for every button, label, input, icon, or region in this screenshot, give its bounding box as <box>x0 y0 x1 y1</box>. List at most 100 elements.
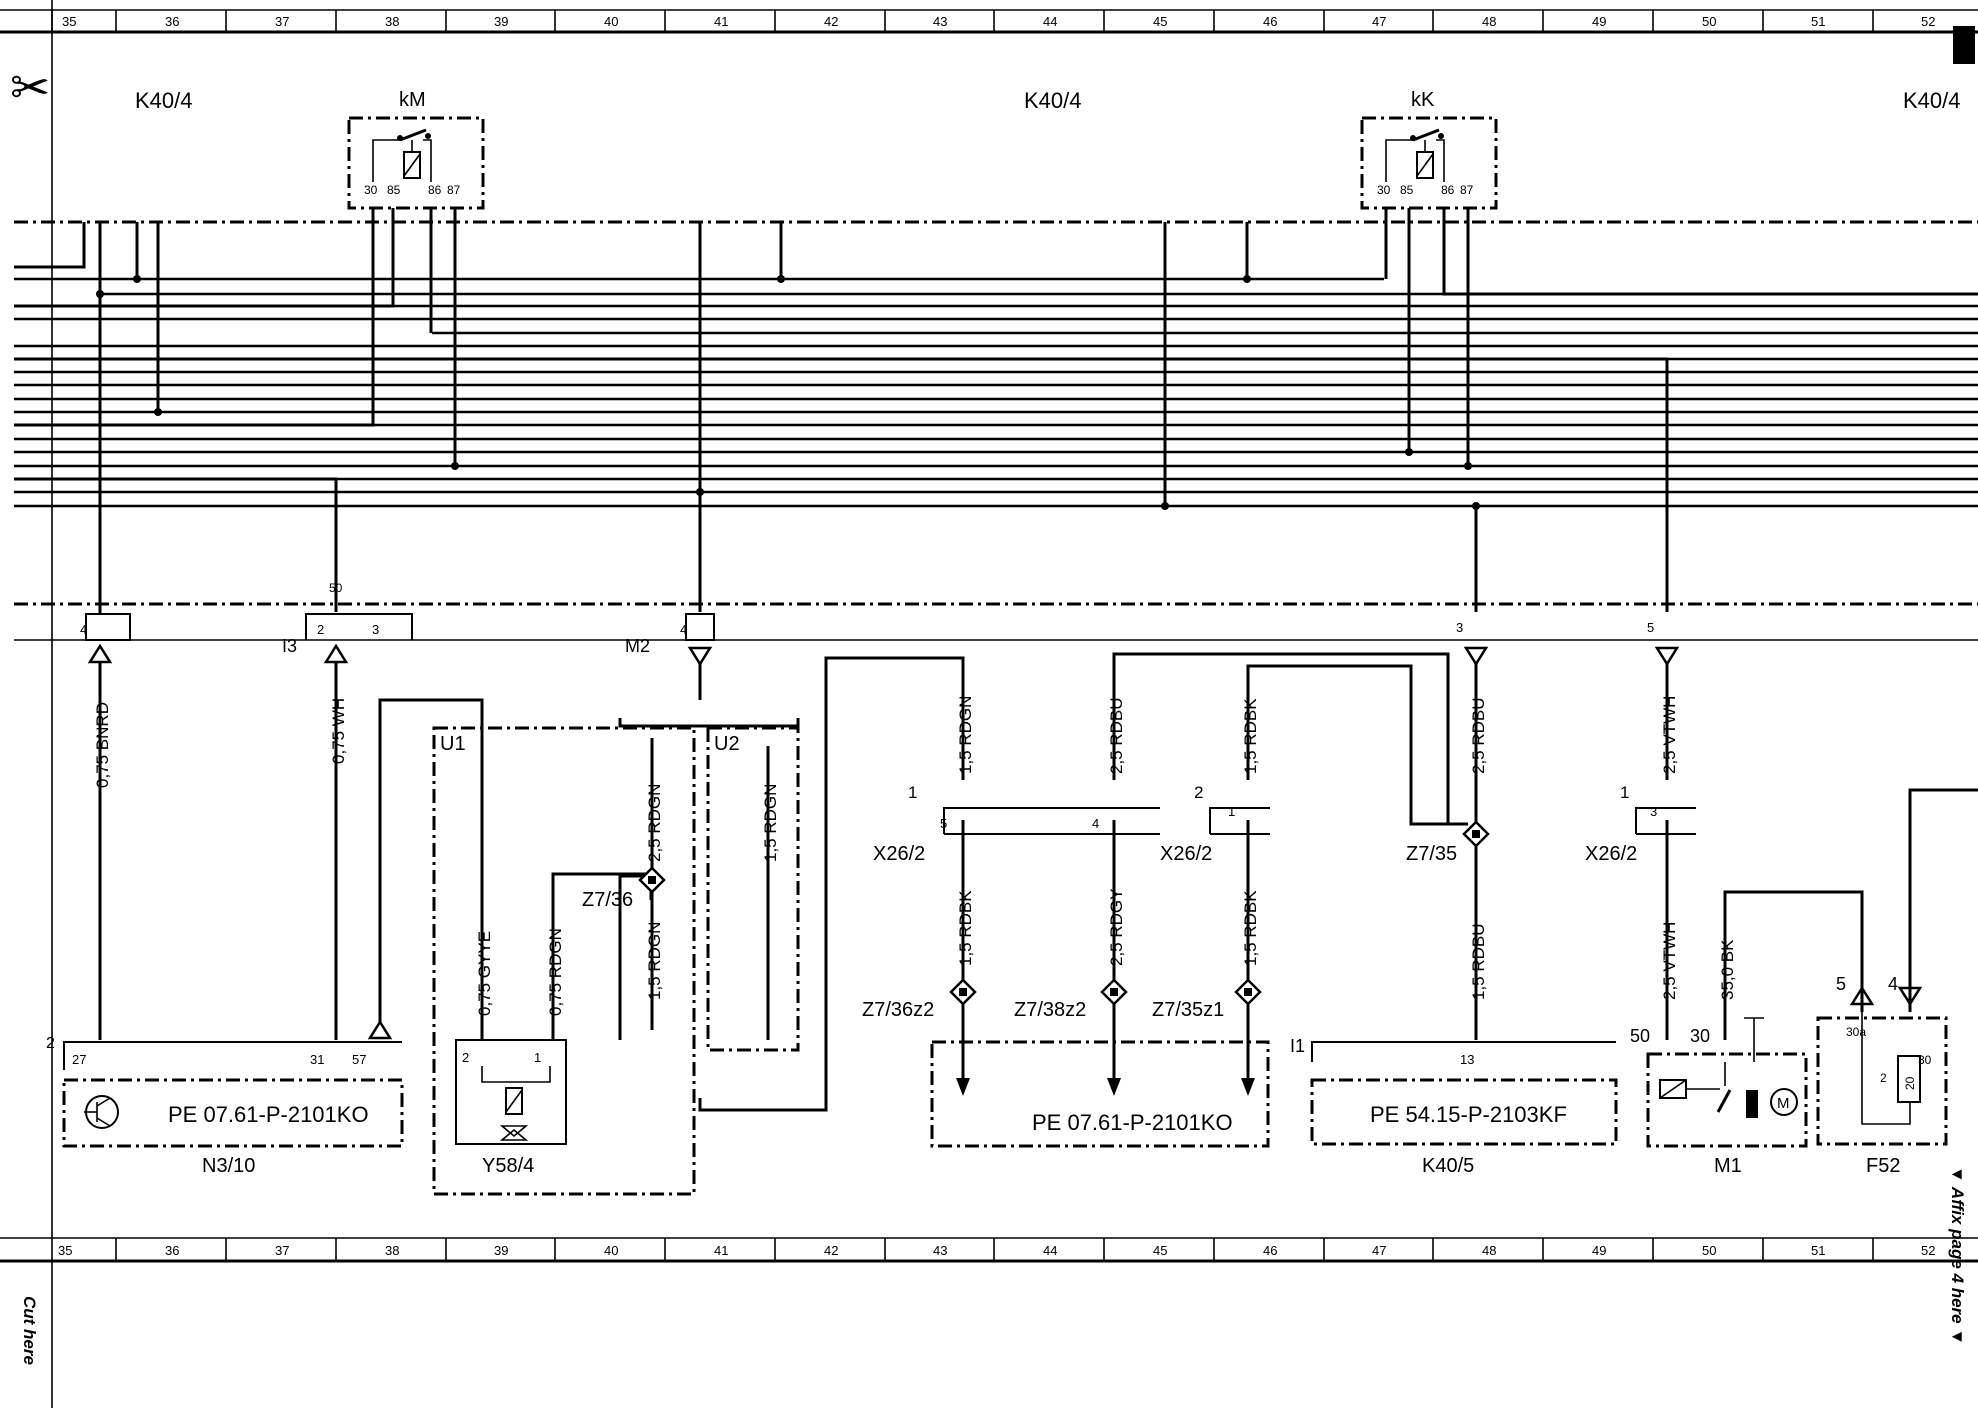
grid-label: 46 <box>1263 1243 1277 1258</box>
connector-label-x26-2: X26/2 <box>873 843 925 865</box>
shield-label-u1: U1 <box>440 733 466 755</box>
grid-label: 49 <box>1592 1243 1606 1258</box>
lower-connectors: 4 50 2 3 I3 4 M2 3 5 <box>80 581 1654 656</box>
wire-label: 1,5 RDGN <box>761 784 780 862</box>
pin-label: 3 <box>1456 620 1463 635</box>
wire-label: 0,75 BNRD <box>93 702 112 788</box>
wire-label: 2,5 RDGN <box>645 784 664 862</box>
grid-label: 51 <box>1811 1243 1825 1258</box>
grid-label: 48 <box>1482 14 1496 29</box>
wire-label: 0,75 WH <box>329 698 348 764</box>
grid-label: 47 <box>1372 14 1386 29</box>
pin-label: 1 <box>1228 804 1235 819</box>
relay-pin-label: 30 <box>364 183 378 197</box>
grid-label: 52 <box>1921 1243 1935 1258</box>
splice-z7-35: Z7/35 <box>1406 820 1490 865</box>
splice-label-z7-35: Z7/35 <box>1406 843 1457 865</box>
connector-label-i3: I3 <box>282 636 297 656</box>
component-m1: 50 30 M M1 <box>1630 1017 1808 1177</box>
relay-pin-label: 86 <box>428 183 442 197</box>
wire-label: 0,75 RDGN <box>546 928 565 1016</box>
relay-km-label: kM <box>399 89 426 111</box>
pin-label: 2 <box>46 1035 55 1052</box>
pin-label: 13 <box>1460 1052 1474 1067</box>
pin-label: 50 <box>329 581 343 595</box>
pin-label: 50 <box>1630 1026 1650 1046</box>
grid-label: 42 <box>824 14 838 29</box>
component-center-ecu: PE 07.61-P-2101KO <box>930 1040 1270 1148</box>
pin-label: 57 <box>352 1052 366 1067</box>
connector-label-x26-2: X26/2 <box>1585 843 1637 865</box>
grid-label: 38 <box>385 1243 399 1258</box>
connector-label-x26-2: X26/2 <box>1160 843 1212 865</box>
connector-label-m2: M2 <box>625 636 650 656</box>
grid-label: 46 <box>1263 14 1277 29</box>
grid-label: 37 <box>275 1243 289 1258</box>
relay-pin-label: 85 <box>387 183 401 197</box>
grid-label: 42 <box>824 1243 838 1258</box>
pin-label: 1 <box>908 783 917 802</box>
module-label-k40-4-left: K40/4 <box>135 88 193 113</box>
pin-label: 4 <box>80 622 87 637</box>
relay-pin-label: 30 <box>1377 183 1391 197</box>
relay-km: kM 30 85 86 87 <box>347 89 485 210</box>
wire-runs <box>98 652 1978 1112</box>
pin-label: 1 <box>534 1050 541 1065</box>
component-doc-code: PE 07.61-P-2101KO <box>168 1102 369 1127</box>
wire-label: 35,0 BK <box>1718 939 1737 1000</box>
wire-label: 2,5 RDGY <box>1107 889 1126 966</box>
pin-label: 30a <box>1846 1025 1866 1039</box>
component-label-m1: M1 <box>1714 1155 1742 1177</box>
grid-label: 40 <box>604 14 618 29</box>
pin-label: 3 <box>1650 804 1657 819</box>
connector-label-i1: I1 <box>1290 1036 1305 1056</box>
pin-label: 30 <box>1918 1053 1932 1067</box>
splice-label-z7-38z2: Z7/38z2 <box>1014 999 1086 1021</box>
component-label-y58-4: Y58/4 <box>482 1155 534 1177</box>
grid-label: 52 <box>1921 14 1935 29</box>
pin-label: 2 <box>317 622 324 637</box>
pin-label: 1 <box>1620 783 1629 802</box>
relay-pin-label: 86 <box>1441 183 1455 197</box>
bus-lines <box>14 265 1978 508</box>
connector-x26-2-c: 1 3 X26/2 <box>1585 783 1696 865</box>
grid-label: 43 <box>933 14 947 29</box>
grid-label: 51 <box>1811 14 1825 29</box>
top-droppers <box>14 208 1978 614</box>
component-label-f52: F52 <box>1866 1155 1900 1177</box>
transistor-icon <box>84 1095 119 1129</box>
pin-label: 2 <box>462 1050 469 1065</box>
pin-label: 30 <box>1690 1026 1710 1046</box>
connector-triangles <box>87 643 1680 1040</box>
component-y58-4: 2 1 Y58/4 <box>455 1039 567 1177</box>
grid-label: 45 <box>1153 1243 1167 1258</box>
bottom-grid-strip: 35 36 37 38 39 40 41 42 43 44 45 46 47 4… <box>0 1237 1978 1263</box>
motor-icon: M <box>1777 1095 1790 1112</box>
grid-label: 44 <box>1043 14 1057 29</box>
component-k40-5: I1 13 PE 54.15-P-2103KF K40/5 <box>1290 1036 1618 1177</box>
grid-label: 39 <box>494 1243 508 1258</box>
relay-kk-label: kK <box>1411 89 1435 111</box>
relay-pin-label: 85 <box>1400 183 1414 197</box>
scissors-icon: ✂ <box>10 62 50 115</box>
relay-kk: kK 30 85 86 87 <box>1360 89 1498 210</box>
wire-label: 1,5 RDGN <box>956 696 975 774</box>
grid-label: 40 <box>604 1243 618 1258</box>
wire-label: 1,5 RDBK <box>1241 890 1260 966</box>
wire-label: 2,5 RDBU <box>1469 697 1488 774</box>
wire-label: 2,5 VTWH <box>1660 696 1679 774</box>
pin-label: 31 <box>310 1052 324 1067</box>
junction-dots <box>96 275 1480 510</box>
module-label-k40-4-middle: K40/4 <box>1024 88 1082 113</box>
pin-label: 5 <box>1647 620 1654 635</box>
grid-label: 38 <box>385 14 399 29</box>
cut-here-label: Cut here <box>20 1296 39 1365</box>
pin-label: 27 <box>72 1052 86 1067</box>
grid-label: 35 <box>58 1243 72 1258</box>
grid-label: 39 <box>494 14 508 29</box>
pin-label: 4 <box>1888 974 1898 994</box>
pin-label: 3 <box>372 622 379 637</box>
shield-u2: U2 <box>706 726 800 1052</box>
wire-label: 1,5 RDBK <box>1241 698 1260 774</box>
wire-label: 2,5 RDBU <box>1107 697 1126 774</box>
